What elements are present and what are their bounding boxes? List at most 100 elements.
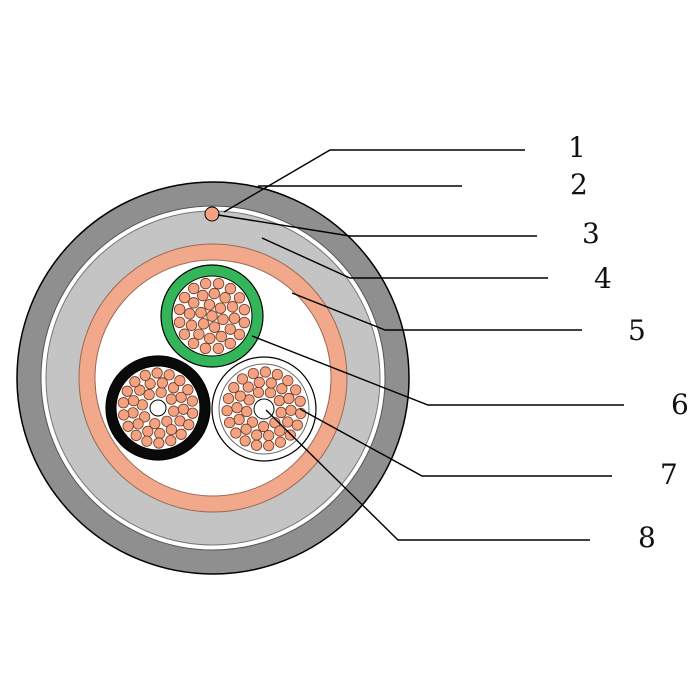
conductor-strand [214,302,227,314]
conductor-strand [284,429,296,441]
conductor-strand [222,392,235,405]
black-core-center-void [149,399,167,417]
conductor-strand [290,384,302,396]
green-core-strands [173,277,251,355]
conductor-strand [269,417,281,429]
conductor-strand [257,420,270,433]
callout-label-5: 5 [628,314,646,347]
conductor-strand [274,425,286,437]
conductor-strand [219,292,231,304]
conductor-strand [208,321,221,333]
conductor-strand [178,328,191,340]
conductor-strand [274,436,286,448]
conductor-strand [187,337,200,350]
conductor-strand [212,342,225,355]
conductor-strand [250,439,263,451]
conductor-strand [217,313,229,326]
conductor-strand [186,395,198,407]
conductor-strand [167,382,180,394]
conductor-strand [155,386,167,398]
callout-label-3: 3 [582,217,600,250]
leader-line-5 [291,292,582,331]
drain-wire [204,206,220,222]
conductor-strand [247,367,259,380]
leader-line-8 [265,409,590,541]
leader-line-6 [251,335,624,406]
conductor-strand [226,301,239,313]
conductor-strand [252,386,265,399]
conductor-strand [233,292,246,304]
conductor-strand [153,437,165,449]
conductor-strand [246,416,259,428]
conductor-strand [156,377,168,389]
conductor-strand [139,411,151,423]
conductor-strand [141,435,153,447]
conductor-strand [223,416,236,429]
black-core-strands [117,367,199,449]
conductor-strand [121,385,133,397]
conductor-strand [118,409,130,421]
white-core-center-void [253,398,275,420]
conductor-strand [188,297,200,309]
conductor-strand [239,435,251,447]
conductor-strand [215,330,227,343]
conductor-strand [127,407,139,419]
conductor-strand [165,393,177,405]
conductor-strand [175,428,187,440]
conductor-strand [185,319,198,331]
conductor-strand [241,405,253,418]
leader-line-3 [217,214,537,237]
conductor-strand [197,289,209,302]
conductor-strand [263,440,275,452]
conductor-strand [199,277,212,290]
conductor-strand [143,389,155,401]
conductor-strand [265,377,277,389]
conductor-strand [273,395,285,407]
conductor-strand [228,382,240,394]
conductor-strand [174,375,186,387]
conductor-strand [178,291,191,304]
conductor-strand [182,384,194,396]
white-core-strands [221,366,307,452]
conductor-strand [132,418,144,430]
conductor-strand [203,299,216,311]
conductor-strand [199,342,212,355]
conductor-strand [233,413,245,426]
callout-label-7: 7 [660,458,678,491]
conductor-strand [238,303,251,316]
conductor-strand [276,383,288,395]
callout-label-1: 1 [568,131,586,164]
conductor-strand [165,434,177,447]
conductor-strand [168,405,180,417]
conductor-strand [139,369,151,382]
conductor-strand [183,308,196,320]
conductor-strand [212,277,225,290]
conductor-strand [238,316,251,329]
conductor-strand [285,404,297,416]
conductor-strand [173,316,186,329]
conductor-strand [151,367,163,379]
conductor-strand [117,397,129,409]
conductor-strand [231,402,243,414]
conductor-strand [228,312,241,324]
leader-line-1 [223,149,525,213]
conductor-strand [242,381,254,393]
conductor-strand [234,390,246,402]
callout-label-6: 6 [671,388,689,421]
conductor-strand [224,323,236,335]
leader-line-7 [299,408,612,477]
conductor-strand [259,366,271,378]
conductor-strand [282,375,294,387]
conductor-strand [197,318,210,330]
leader-line-4 [261,237,548,279]
conductor-strand [187,407,199,419]
conductor-strand [221,405,233,417]
callout-label-8: 8 [638,521,656,554]
callout-label-4: 4 [594,262,612,295]
conductor-strand [127,395,140,407]
conductor-strand [253,376,265,389]
conductor-strand [230,427,242,439]
conductor-strand [130,429,142,441]
conductor-strand [294,395,306,407]
